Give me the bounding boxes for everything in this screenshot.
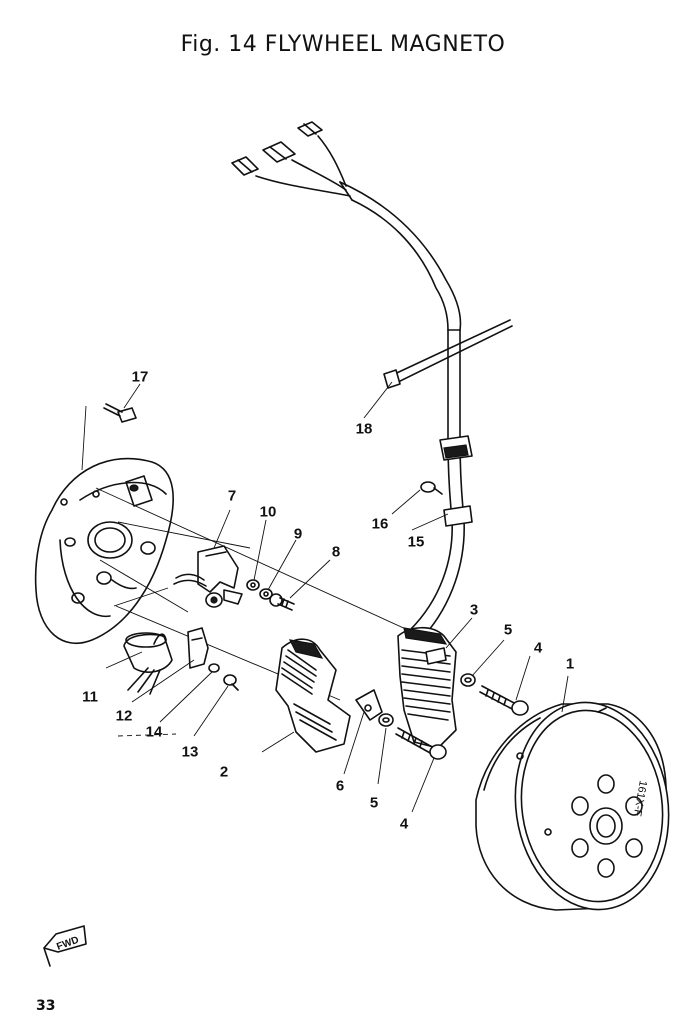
washer-14 bbox=[208, 663, 220, 673]
condenser-11 bbox=[123, 632, 173, 695]
callout-13: 13 bbox=[181, 743, 199, 761]
callout-4-upper: 4 bbox=[533, 639, 543, 657]
washer-5-lower bbox=[378, 713, 394, 727]
coil-plate-6 bbox=[355, 689, 383, 721]
callout-15: 15 bbox=[407, 533, 425, 551]
wire-harness bbox=[231, 121, 513, 637]
callout-2: 2 bbox=[219, 763, 229, 781]
callout-7: 7 bbox=[227, 487, 237, 505]
contact-breaker-7 bbox=[173, 545, 243, 608]
figure-title: Fig. 14 FLYWHEEL MAGNETO bbox=[180, 32, 506, 57]
screw-4-upper bbox=[479, 685, 529, 716]
condenser-bracket-12 bbox=[187, 627, 209, 669]
callout-14: 14 bbox=[145, 723, 163, 741]
callout-17: 17 bbox=[131, 368, 149, 386]
screw-8 bbox=[269, 593, 295, 611]
screw-16 bbox=[420, 481, 443, 495]
screw-13 bbox=[223, 674, 239, 691]
callout-11: 11 bbox=[82, 688, 98, 706]
callout-12: 12 bbox=[115, 707, 133, 725]
callout-5-lower: 5 bbox=[369, 794, 379, 812]
callout-6: 6 bbox=[335, 777, 345, 795]
washer-10 bbox=[246, 579, 260, 591]
callout-5-upper: 5 bbox=[503, 621, 513, 639]
callout-1: 1 bbox=[565, 655, 575, 673]
washer-5-upper bbox=[460, 673, 476, 687]
screw-17 bbox=[103, 403, 137, 423]
screw-4-lower bbox=[395, 727, 447, 760]
source-coil-2 bbox=[275, 638, 351, 753]
callout-18: 18 bbox=[355, 420, 373, 438]
callout-8: 8 bbox=[331, 543, 341, 561]
callout-16: 16 bbox=[371, 515, 389, 533]
callout-3: 3 bbox=[469, 601, 479, 619]
callout-10: 10 bbox=[259, 503, 277, 521]
callout-4-lower: 4 bbox=[399, 815, 409, 833]
page-number: 33 bbox=[36, 998, 56, 1014]
callout-9: 9 bbox=[293, 525, 303, 543]
washer-9 bbox=[259, 588, 273, 600]
lighting-coil-3 bbox=[397, 626, 457, 749]
flywheel-rotor-1 bbox=[475, 701, 670, 911]
fwd-arrow-icon bbox=[43, 925, 87, 967]
stator-base-plate bbox=[34, 457, 174, 645]
leader-lines bbox=[105, 381, 569, 813]
